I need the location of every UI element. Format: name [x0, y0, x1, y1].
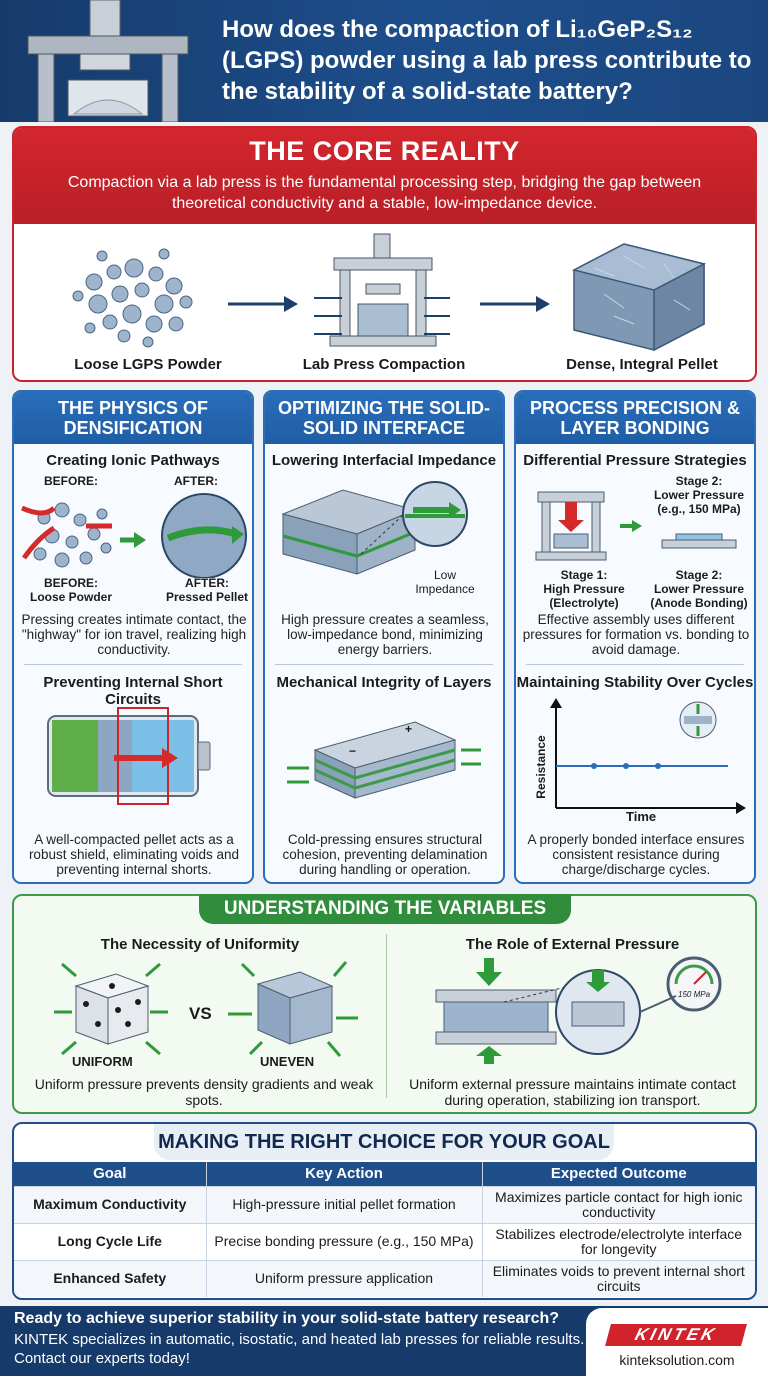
interface-impedance-diagram	[281, 481, 468, 575]
table-row: Enhanced Safety Uniform pressure applica…	[14, 1259, 755, 1297]
core-title: THE CORE REALITY	[249, 136, 520, 166]
goal-table-panel: MAKING THE RIGHT CHOICE FOR YOUR GOAL Go…	[12, 1122, 757, 1300]
column-precision: PROCESS PRECISION & LAYER BONDING Differ…	[514, 390, 756, 884]
section-title: Creating Ionic Pathways	[46, 452, 220, 469]
uniform-vs-uneven-diagram	[54, 961, 358, 1057]
section-text: Effective assembly uses different pressu…	[522, 612, 750, 657]
y-axis-label: Resistance	[534, 735, 548, 799]
cell-action: Precise bonding pressure (e.g., 150 MPa)	[205, 1222, 482, 1260]
stage2-top-label: Stage 2: Lower Pressure (e.g., 150 MPa)	[653, 474, 745, 516]
cell-action: Uniform pressure application	[205, 1259, 482, 1297]
section-title: Differential Pressure Strategies	[523, 452, 747, 469]
gauge-reading: 150 MPa	[678, 990, 711, 999]
stage2-bottom-label: Stage 2: Lower Pressure (Anode Bonding)	[650, 568, 748, 610]
cell-goal: Long Cycle Life	[14, 1222, 206, 1260]
cell-outcome: Stabilizes electrode/electrolyte interfa…	[481, 1222, 755, 1260]
section-text-2: A properly bonded interface ensures cons…	[527, 832, 745, 877]
table-row: Maximum Conductivity High-pressure initi…	[14, 1185, 755, 1223]
ionic-pathway-diagram	[20, 493, 247, 578]
core-subtitle: Compaction via a lab press is the fundam…	[67, 174, 702, 212]
label-loose-powder: Loose LGPS Powder	[74, 356, 222, 373]
differential-pressure-diagram	[535, 491, 737, 561]
section-title: Lowering Interfacial Impedance	[271, 452, 497, 469]
header-key-action: Key Action	[205, 1162, 482, 1186]
section-title-2: Maintaining Stability Over Cycles	[516, 674, 754, 691]
loose-powder-icon	[72, 248, 193, 348]
divider	[275, 664, 493, 665]
plus-terminal-label: +	[405, 722, 413, 736]
dense-pellet-icon	[571, 243, 707, 352]
section-title-2: Preventing Internal Short Circuits	[43, 674, 223, 708]
header-banner: How does the compaction of Li₁₀GeP₂S₁₂ (…	[0, 0, 768, 122]
column-title: THE PHYSICS OF DENSIFICATION	[14, 392, 252, 444]
uniform-label: UNIFORM	[72, 1054, 133, 1069]
uniformity-text: Uniform pressure prevents density gradie…	[34, 1076, 374, 1108]
header-goal: Goal	[14, 1162, 206, 1186]
cell-goal: Enhanced Safety	[14, 1259, 206, 1297]
resistance-stability-chart	[550, 698, 746, 814]
brand-box[interactable]: KINTEK kinteksolution.com	[586, 1308, 768, 1376]
label-lab-press: Lab Press Compaction	[302, 356, 466, 373]
variables-panel: UNDERSTANDING THE VARIABLES The Necessit…	[12, 894, 757, 1114]
kintek-logo[interactable]: KINTEK	[605, 1324, 747, 1346]
compaction-flow-diagram	[72, 233, 707, 352]
cell-outcome: Maximizes particle contact for high ioni…	[481, 1185, 755, 1223]
section-text: High pressure creates a seamless, low-im…	[281, 612, 489, 657]
page-title: How does the compaction of Li₁₀GeP₂S₁₂ (…	[222, 16, 752, 105]
after-caption: AFTER: Pressed Pellet	[166, 576, 249, 604]
cell-goal: Maximum Conductivity	[14, 1185, 206, 1223]
section-text-2: A well-compacted pellet acts as a robust…	[28, 832, 240, 877]
x-axis-label: Time	[626, 809, 657, 824]
website-link[interactable]: kinteksolution.com	[619, 1352, 735, 1368]
minus-terminal-label: −	[349, 744, 357, 758]
section-text: Pressing creates intimate contact, the "…	[21, 612, 247, 657]
label-dense-pellet: Dense, Integral Pellet	[566, 356, 718, 373]
divider	[386, 934, 387, 1098]
external-pressure-text: Uniform external pressure maintains inti…	[409, 1076, 736, 1108]
table-title: MAKING THE RIGHT CHOICE FOR YOUR GOAL	[154, 1124, 614, 1160]
battery-short-circuit-icon	[47, 707, 211, 805]
press-compaction-icon	[329, 233, 437, 347]
core-band: THE CORE REALITY Compaction via a lab pr…	[14, 128, 755, 224]
footer-body: KINTEK specializes in automatic, isostat…	[14, 1331, 585, 1367]
after-label: AFTER:	[174, 474, 218, 488]
table-header-row: Goal Key Action Expected Outcome	[14, 1162, 755, 1186]
section-text-2: Cold-pressing ensures structural cohesio…	[282, 832, 488, 877]
uniformity-title: The Necessity of Uniformity	[100, 936, 300, 953]
cell-outcome: Eliminates voids to prevent internal sho…	[481, 1259, 755, 1297]
core-reality-panel: THE CORE REALITY Compaction via a lab pr…	[12, 126, 757, 382]
column-densification: THE PHYSICS OF DENSIFICATION Creating Io…	[12, 390, 254, 884]
footer-cta: Ready to achieve superior stability in y…	[14, 1310, 560, 1327]
uneven-label: UNEVEN	[260, 1054, 315, 1069]
layer-stack-icon	[287, 721, 481, 799]
arrow-right-icon-2	[480, 296, 550, 312]
pressure-arrows-icon	[314, 297, 450, 335]
divider	[526, 664, 744, 665]
low-impedance-label: Low Impedance	[415, 568, 475, 596]
column-interface: OPTIMIZING THE SOLID-SOLID INTERFACE Low…	[263, 390, 505, 884]
before-label: BEFORE:	[44, 474, 98, 488]
variables-title: UNDERSTANDING THE VARIABLES	[199, 894, 571, 924]
lab-press-icon	[27, 0, 189, 122]
vs-label: VS	[189, 1004, 212, 1023]
divider	[24, 664, 242, 665]
header-outcome: Expected Outcome	[481, 1162, 755, 1186]
before-caption: BEFORE: Loose Powder	[30, 576, 113, 604]
stage1-label: Stage 1: High Pressure (Electrolyte)	[543, 568, 625, 610]
table-row: Long Cycle Life Precise bonding pressure…	[14, 1222, 755, 1260]
column-title: OPTIMIZING THE SOLID-SOLID INTERFACE	[265, 392, 503, 444]
column-title: PROCESS PRECISION & LAYER BONDING	[516, 392, 754, 444]
arrow-right-icon	[228, 296, 298, 312]
cell-action: High-pressure initial pellet formation	[205, 1185, 482, 1223]
goal-table: Goal Key Action Expected Outcome Maximum…	[14, 1162, 755, 1297]
external-pressure-title: The Role of External Pressure	[465, 936, 680, 953]
external-pressure-diagram	[435, 956, 722, 1064]
section-title-2: Mechanical Integrity of Layers	[276, 674, 492, 691]
